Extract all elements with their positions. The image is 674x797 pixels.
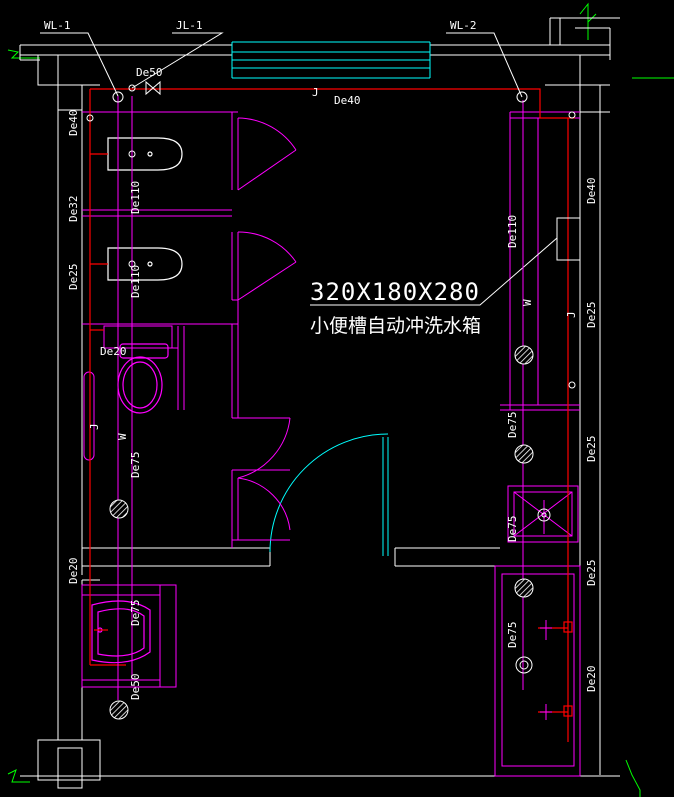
floor-drains [109, 345, 534, 720]
wash-basin [91, 600, 151, 664]
water-supply-pipes [89, 88, 575, 742]
callout-dimensions: 320X180X280 [310, 278, 480, 306]
label-jl-1: JL-1 [176, 19, 203, 32]
label-de32-left: De32 [67, 196, 80, 223]
label-de75-left: De75 [129, 452, 142, 479]
label-de25-left: De25 [67, 264, 80, 291]
label-de20-b: De20 [67, 558, 80, 585]
label-de40-top: De40 [334, 94, 361, 107]
label-de40-left: De40 [67, 110, 80, 137]
entry-door [269, 433, 389, 556]
drain-outlets [515, 508, 551, 674]
urinal-fixtures [107, 137, 183, 281]
label-wl-2: WL-2 [450, 19, 477, 32]
label-de20-right: De20 [585, 666, 598, 693]
label-de75-r1: De75 [506, 412, 519, 439]
label-de50-top: De50 [136, 66, 163, 79]
label-w-right: W [521, 299, 534, 306]
window [231, 41, 431, 79]
flush-tank [310, 217, 581, 306]
label-j-right: J [565, 311, 578, 318]
pipe-risers [86, 84, 576, 389]
pipe-labels: WL-1 JL-1 WL-2 De50 J De40 De40 De32 De2… [44, 19, 598, 700]
leader-lines [40, 32, 523, 98]
label-de75-r3: De75 [506, 622, 519, 649]
label-de110-a: De110 [129, 181, 142, 214]
label-de25-r1: De25 [585, 302, 598, 329]
label-wl-1: WL-1 [44, 19, 71, 32]
label-de75-r2: De75 [506, 516, 519, 543]
walls [19, 17, 620, 789]
label-de20-a: De20 [100, 345, 127, 358]
label-de40-right: De40 [585, 178, 598, 205]
label-de110-b: De110 [129, 265, 142, 298]
flush-tank-callout: 320X180X280 小便槽自动冲洗水箱 [310, 278, 481, 337]
callout-description: 小便槽自动冲洗水箱 [310, 315, 481, 337]
label-j-top: J [312, 86, 319, 99]
label-w-left: W [116, 433, 129, 440]
label-de110-right: De110 [506, 215, 519, 248]
stall-partitions [81, 111, 581, 777]
label-de25-r3: De25 [585, 560, 598, 587]
label-de25-r2: De25 [585, 436, 598, 463]
label-de75-basin: De75 [129, 600, 142, 627]
label-de50-basin: De50 [129, 674, 142, 701]
drain-pipes [117, 96, 552, 720]
valve-icon [145, 80, 161, 96]
label-j-left: J [88, 423, 101, 430]
